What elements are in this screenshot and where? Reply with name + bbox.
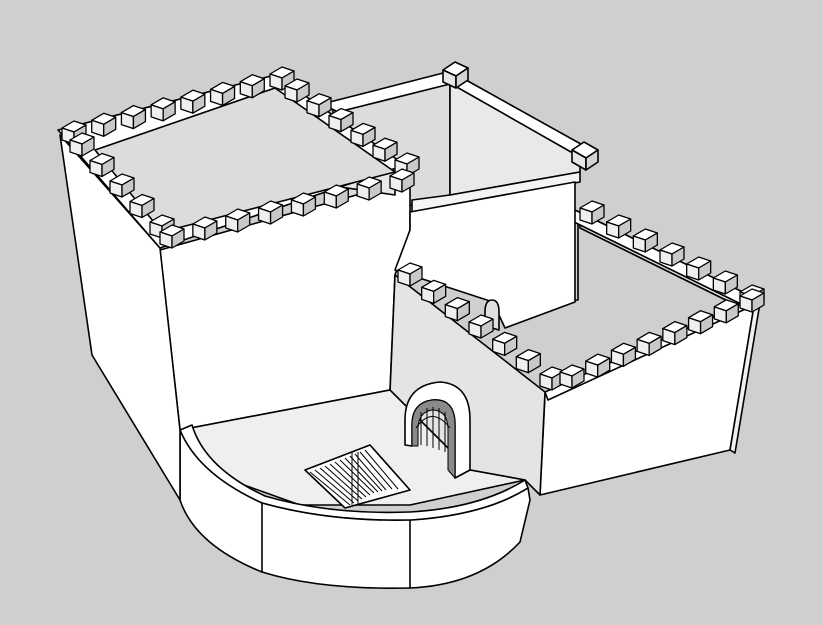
merlon-block [444, 297, 470, 322]
merlon-block [290, 192, 317, 217]
merlon-block [492, 331, 518, 356]
merlon-block [192, 216, 218, 241]
merlon-face [368, 180, 382, 201]
merlon-block [712, 270, 738, 295]
merlon-face [384, 141, 398, 162]
merlon-block [91, 112, 117, 137]
central-wall [159, 179, 576, 496]
merlon-block [284, 78, 310, 103]
merlon-face [251, 78, 265, 99]
merlon-face [504, 335, 518, 356]
merlon-face [671, 246, 685, 267]
stairwell [304, 444, 411, 509]
merlon-face [132, 108, 147, 130]
merlon-face [269, 204, 284, 225]
merlon-face [401, 172, 415, 193]
merlon-block [606, 214, 632, 239]
merlon-face [644, 232, 658, 253]
curved-front-wall [179, 424, 531, 589]
merlon-face [302, 196, 317, 217]
merlon-block [89, 152, 115, 178]
merlon-face [103, 116, 117, 137]
merlon-block [306, 93, 332, 118]
merlon-block [356, 176, 382, 201]
archway [404, 381, 471, 479]
merlon-face [527, 353, 541, 374]
merlon-block [659, 242, 685, 267]
merlon-face [101, 156, 115, 178]
merlon-block [636, 331, 662, 357]
merlon-block [632, 228, 658, 253]
merlon-block [225, 208, 251, 233]
merlon-face [674, 324, 688, 346]
merlon-block [350, 122, 376, 148]
merlon-face [335, 188, 349, 209]
merlon-block [579, 200, 605, 225]
merlon-face [204, 220, 218, 241]
merlon-block [739, 288, 765, 313]
merlon-block [713, 299, 739, 324]
merlon-block [69, 132, 95, 157]
portcullis [415, 407, 451, 452]
merlon-face [141, 197, 155, 219]
merlon-block [610, 342, 637, 367]
merlon-face [296, 82, 310, 103]
merlon-block [209, 81, 236, 107]
merlon-block [662, 320, 688, 346]
merlon-face [362, 126, 376, 148]
merlon-block [389, 168, 415, 193]
merlon-face [751, 292, 765, 313]
merlon-face [648, 335, 662, 357]
merlon-block [328, 107, 354, 133]
merlon-face [81, 136, 95, 157]
merlon-block [120, 104, 147, 130]
merlon-block [468, 314, 494, 339]
merlon-face [221, 85, 236, 107]
merlon-face [725, 303, 739, 324]
merlon-face [121, 177, 135, 198]
merlon-face [480, 318, 494, 339]
merlon-block [150, 97, 176, 122]
merlon-face [591, 204, 605, 225]
merlon-face [618, 218, 632, 239]
merlon-face [699, 314, 714, 335]
merlon-face [622, 346, 637, 367]
merlon-face [340, 111, 354, 133]
merlon-face [597, 357, 611, 378]
merlon-block [686, 256, 712, 281]
merlon-block [239, 74, 265, 99]
merlon-block [129, 193, 155, 219]
stair-steps [309, 449, 399, 506]
merlon-block [180, 89, 206, 114]
merlon-face [433, 283, 447, 304]
merlon-block [159, 224, 185, 249]
merlon-face [192, 93, 206, 114]
merlon-block [559, 364, 585, 389]
battlement-merlons [61, 66, 765, 391]
merlon-block [515, 349, 541, 374]
merlon-block [372, 137, 398, 162]
merlon-face [409, 266, 423, 287]
merlon-face [171, 228, 185, 249]
merlon-face [237, 212, 251, 233]
merlon-block [687, 310, 714, 335]
merlon-block [585, 353, 611, 378]
merlon-face [318, 97, 332, 118]
merlon-block [323, 184, 349, 209]
merlon-face [724, 274, 738, 295]
merlon-face [456, 301, 470, 322]
merlon-block [397, 262, 423, 287]
merlon-face [571, 368, 585, 389]
merlon-face [162, 101, 176, 122]
merlon-block [257, 200, 284, 225]
merlon-block [421, 279, 447, 304]
merlon-face [698, 260, 712, 281]
merlon-block [109, 173, 135, 198]
